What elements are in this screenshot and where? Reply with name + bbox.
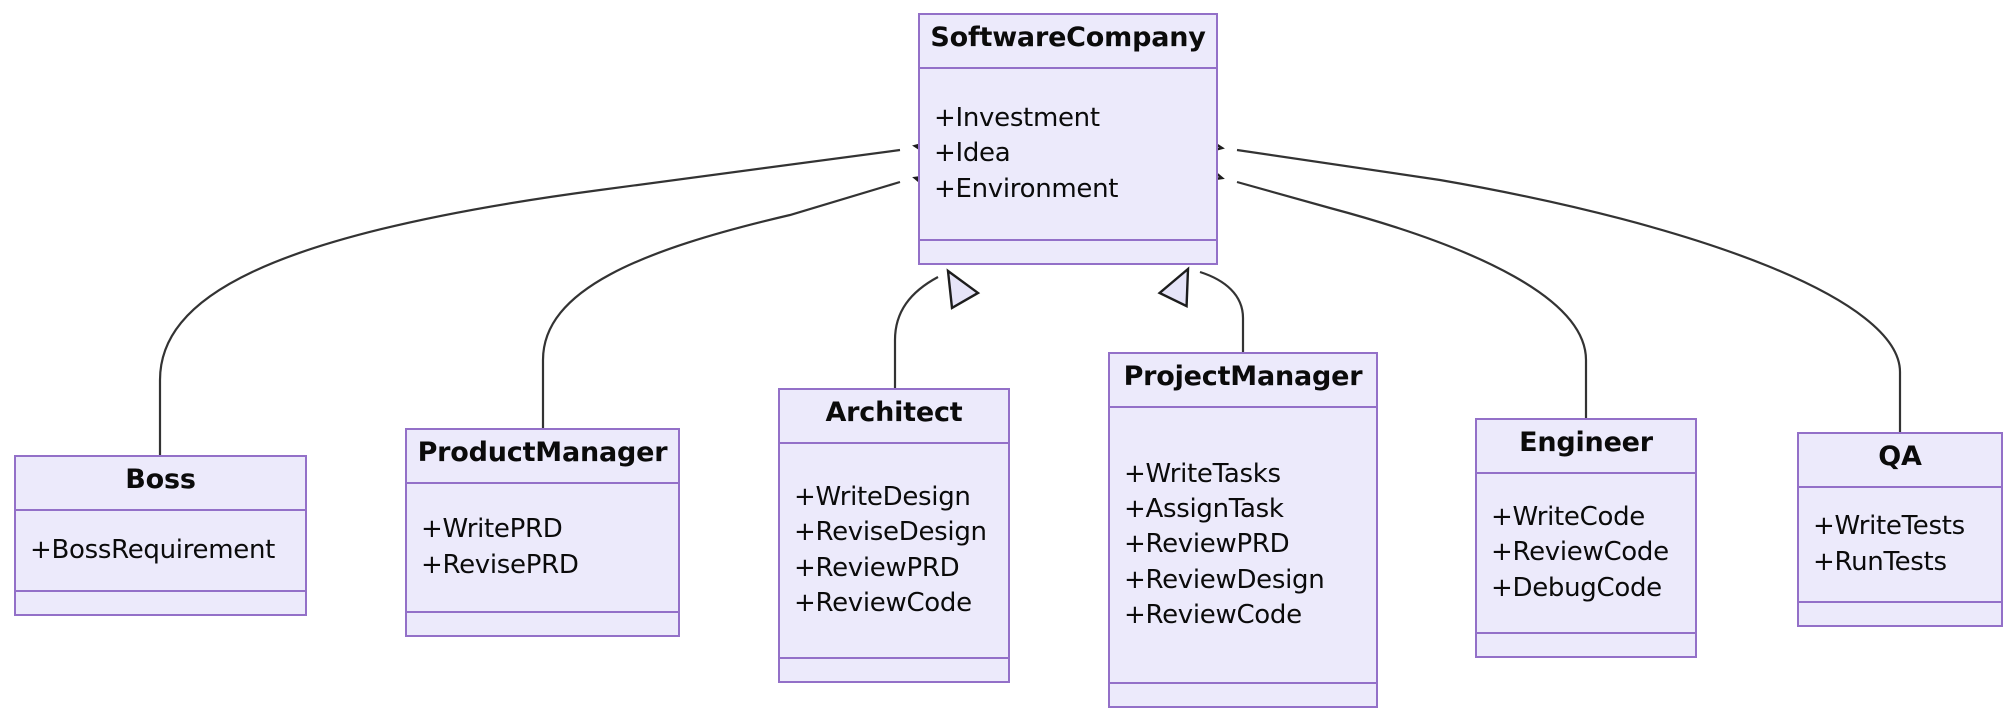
class-attribute: +RevisePRD	[421, 549, 579, 580]
class-title-engineer: Engineer	[1477, 420, 1695, 474]
class-attribute: +ReviseDesign	[794, 517, 987, 548]
generalization-arrowhead	[946, 268, 981, 310]
class-title-project-manager: ProjectManager	[1110, 354, 1376, 408]
class-attribute: +WriteDesign	[794, 482, 971, 513]
uml-class-project-manager[interactable]: ProjectManager +WriteTasks +AssignTask +Rev…	[1108, 352, 1378, 708]
generalization-arrowhead	[1157, 266, 1190, 309]
class-attribute: +ReviewPRD	[794, 552, 960, 583]
class-attribute: +BossRequirement	[30, 534, 276, 565]
class-methods-qa	[1799, 603, 2001, 625]
class-title-qa: QA	[1799, 434, 2001, 488]
uml-class-boss[interactable]: Boss +BossRequirement	[14, 455, 307, 616]
class-title-software-company: SoftwareCompany	[920, 15, 1216, 69]
class-attribute: +DebugCode	[1491, 572, 1662, 603]
class-attribute: +ReviewCode	[1491, 537, 1669, 568]
class-attribute: +Investment	[934, 103, 1100, 134]
class-methods-software-company	[920, 241, 1216, 263]
generalization-edge	[893, 276, 939, 388]
class-attributes-software-company: +Investment +Idea +Environment	[920, 69, 1216, 241]
class-attributes-engineer: +WriteCode +ReviewCode +DebugCode	[1477, 474, 1695, 634]
class-attribute: +WritePRD	[421, 514, 563, 545]
class-attribute: +ReviewPRD	[1124, 529, 1290, 560]
class-attribute: +AssignTask	[1124, 494, 1284, 525]
class-attributes-product-manager: +WritePRD +RevisePRD	[407, 484, 678, 613]
class-methods-architect	[780, 659, 1008, 681]
uml-class-architect[interactable]: Architect +WriteDesign +ReviseDesign +Revie…	[778, 388, 1010, 683]
class-attribute: +ReviewDesign	[1124, 564, 1325, 595]
class-attribute: +WriteTests	[1813, 511, 1965, 542]
class-attribute: +ReviewCode	[794, 587, 972, 618]
uml-class-qa[interactable]: QA +WriteTests +RunTests	[1797, 432, 2003, 627]
class-attribute: +WriteTasks	[1124, 459, 1281, 490]
class-methods-engineer	[1477, 634, 1695, 656]
class-title-boss: Boss	[16, 457, 305, 511]
uml-class-engineer[interactable]: Engineer +WriteCode +ReviewCode +DebugCode	[1475, 418, 1697, 658]
class-attribute: +ReviewCode	[1124, 599, 1302, 630]
class-title-product-manager: ProductManager	[407, 430, 678, 484]
class-attributes-project-manager: +WriteTasks +AssignTask +ReviewPRD +ReviewD…	[1110, 408, 1376, 684]
uml-class-software-company[interactable]: SoftwareCompany +Investment +Idea +Environm…	[918, 13, 1218, 265]
class-attribute: +RunTests	[1813, 546, 1947, 577]
class-attributes-boss: +BossRequirement	[16, 511, 305, 592]
class-title-architect: Architect	[780, 390, 1008, 444]
class-attribute: +Environment	[934, 173, 1119, 204]
class-attribute: +WriteCode	[1491, 502, 1645, 533]
class-attributes-qa: +WriteTests +RunTests	[1799, 488, 2001, 603]
class-methods-boss	[16, 592, 305, 614]
class-attribute: +Idea	[934, 138, 1011, 169]
class-attributes-architect: +WriteDesign +ReviseDesign +ReviewPRD +Revi…	[780, 444, 1008, 659]
generalization-edge	[1199, 270, 1245, 352]
uml-class-product-manager[interactable]: ProductManager +WritePRD +RevisePRD	[405, 428, 680, 637]
class-methods-project-manager	[1110, 684, 1376, 706]
class-methods-product-manager	[407, 613, 678, 635]
